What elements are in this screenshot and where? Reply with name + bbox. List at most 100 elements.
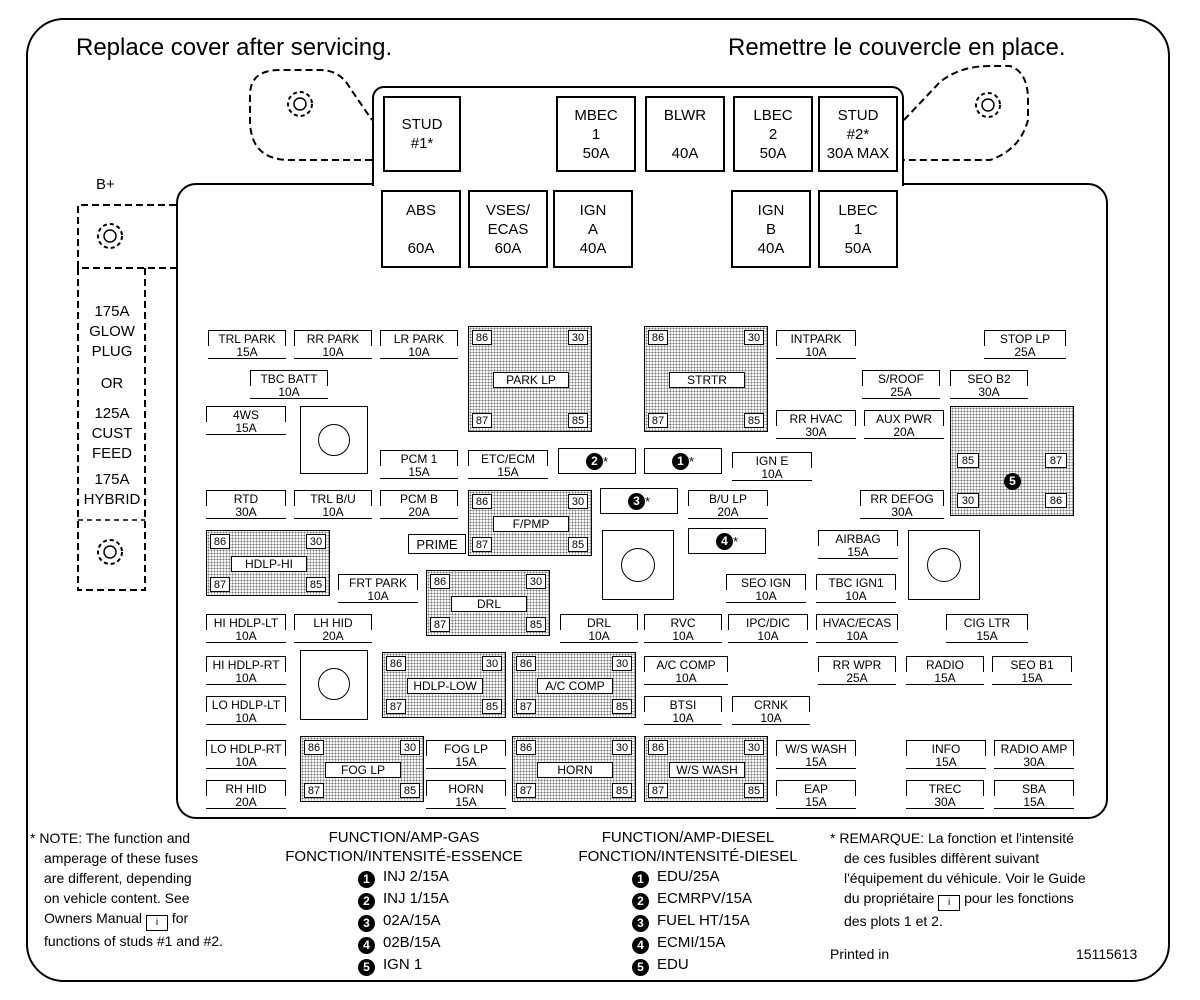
note-line: are different, depending bbox=[44, 870, 192, 886]
side-note: 175A GLOW PLUG OR 125A CUST FEED 175A HY… bbox=[80, 302, 144, 510]
pin-30: 30 bbox=[744, 330, 764, 345]
pin-86: 86 bbox=[1045, 493, 1067, 508]
fuse-name: RR DEFOG bbox=[860, 490, 944, 506]
pin-87: 87 bbox=[1045, 453, 1067, 468]
note-line: de ces fusibles diffèrent suivant bbox=[844, 850, 1040, 866]
fuse-name: RVC bbox=[644, 614, 722, 630]
number-badge: 1 bbox=[671, 452, 689, 470]
fuse-amperage: 10A bbox=[816, 630, 898, 643]
fuse-number-1: 1* bbox=[644, 448, 722, 474]
fuse-name: ETC/ECM bbox=[468, 450, 548, 466]
pin-86: 86 bbox=[472, 330, 492, 345]
fuse-amperage: 15A bbox=[906, 672, 984, 685]
fuse-name: INTPARK bbox=[776, 330, 856, 346]
pin-30: 30 bbox=[612, 656, 632, 671]
fuse-amperage: 20A bbox=[688, 506, 768, 519]
title-english: Replace cover after servicing. bbox=[76, 34, 393, 61]
diesel-heading: FUNCTION/AMP-DIESEL bbox=[601, 829, 775, 846]
fuse-name: 4WS bbox=[206, 406, 286, 422]
fuse-number-3: 3* bbox=[600, 488, 678, 514]
pin-30: 30 bbox=[568, 330, 588, 345]
maxi-ign-b: IGN B 40A bbox=[731, 190, 811, 268]
legend-text: FUEL HT/15A bbox=[657, 912, 750, 929]
fuse-name: RR PARK bbox=[294, 330, 372, 346]
asterisk: * bbox=[830, 830, 836, 846]
fuse-amperage: 10A bbox=[206, 756, 286, 769]
fuse-amperage: 10A bbox=[294, 346, 372, 359]
fuse-amperage: 30A bbox=[860, 506, 944, 519]
note-line: Owners Manual bbox=[44, 910, 143, 926]
asterisk: * bbox=[30, 830, 36, 846]
fuse-name: PCM B bbox=[380, 490, 458, 506]
pin-86: 86 bbox=[472, 494, 492, 509]
fuse-amperage: 10A bbox=[776, 346, 856, 359]
fuse-name: SEO B1 bbox=[992, 656, 1072, 672]
relay-name: FOG LP bbox=[325, 762, 401, 778]
fuse-name: BTSI bbox=[644, 696, 722, 712]
note-line: NOTE: The function and bbox=[39, 830, 191, 846]
fuse-amperage: 10A bbox=[338, 590, 418, 603]
fuse-name: AIRBAG bbox=[818, 530, 898, 546]
maxi-mbec1: MBEC 1 50A bbox=[556, 96, 636, 172]
fuse-amperage: 10A bbox=[206, 672, 286, 685]
pin-87: 87 bbox=[304, 783, 324, 798]
number-badge: 3 bbox=[632, 915, 649, 932]
legend-text: EDU/25A bbox=[657, 868, 720, 885]
fuse-amperage: 20A bbox=[206, 796, 286, 809]
fuse-amperage: 15A bbox=[994, 796, 1074, 809]
fuse-name: TRL PARK bbox=[208, 330, 286, 346]
fuse-name: RTD bbox=[206, 490, 286, 506]
cavity-circle bbox=[318, 668, 350, 700]
fuse-amperage: 10A bbox=[644, 630, 722, 643]
side-line: GLOW bbox=[89, 323, 135, 340]
gas-heading: FUNCTION/AMP-GAS bbox=[328, 829, 480, 846]
fuse-name: TREC bbox=[906, 780, 984, 796]
pin-87: 87 bbox=[516, 699, 536, 714]
pin-86: 86 bbox=[304, 740, 324, 755]
maxi-blwr: BLWR 40A bbox=[645, 96, 725, 172]
fuse-amperage: 15A bbox=[906, 756, 986, 769]
pin-86: 86 bbox=[516, 656, 536, 671]
fuse-amperage: 30A bbox=[906, 796, 984, 809]
fuse-name: A/C COMP bbox=[644, 656, 728, 672]
number-badge: 5 bbox=[358, 959, 375, 976]
number-badge: 3 bbox=[627, 492, 645, 510]
relay-name: HDLP-LOW bbox=[407, 678, 483, 694]
note-english: * NOTE: The function and amperage of the… bbox=[30, 828, 270, 951]
fuse-name: HORN bbox=[426, 780, 506, 796]
note-line: on vehicle content. See bbox=[44, 890, 190, 906]
legend-text: 02A/15A bbox=[383, 912, 441, 929]
pin-85: 85 bbox=[568, 413, 588, 428]
number-badge: 4 bbox=[715, 532, 733, 550]
asterisk: * bbox=[602, 453, 609, 469]
maxi-stud1: STUD #1* bbox=[383, 96, 461, 172]
pin-86: 86 bbox=[210, 534, 230, 549]
part-number: 15115613 bbox=[1076, 946, 1138, 962]
fuse-amperage: 15A bbox=[426, 796, 506, 809]
number-badge: 2 bbox=[585, 452, 603, 470]
pin-30: 30 bbox=[744, 740, 764, 755]
maxi-lbec2: LBEC 2 50A bbox=[733, 96, 813, 172]
fuse-name: SBA bbox=[994, 780, 1074, 796]
side-line: 175A bbox=[94, 471, 130, 488]
note-line: l'équipement du véhicule. Voir le Guide bbox=[844, 870, 1086, 886]
fuse-amperage: 30A bbox=[994, 756, 1074, 769]
pin-86: 86 bbox=[430, 574, 450, 589]
